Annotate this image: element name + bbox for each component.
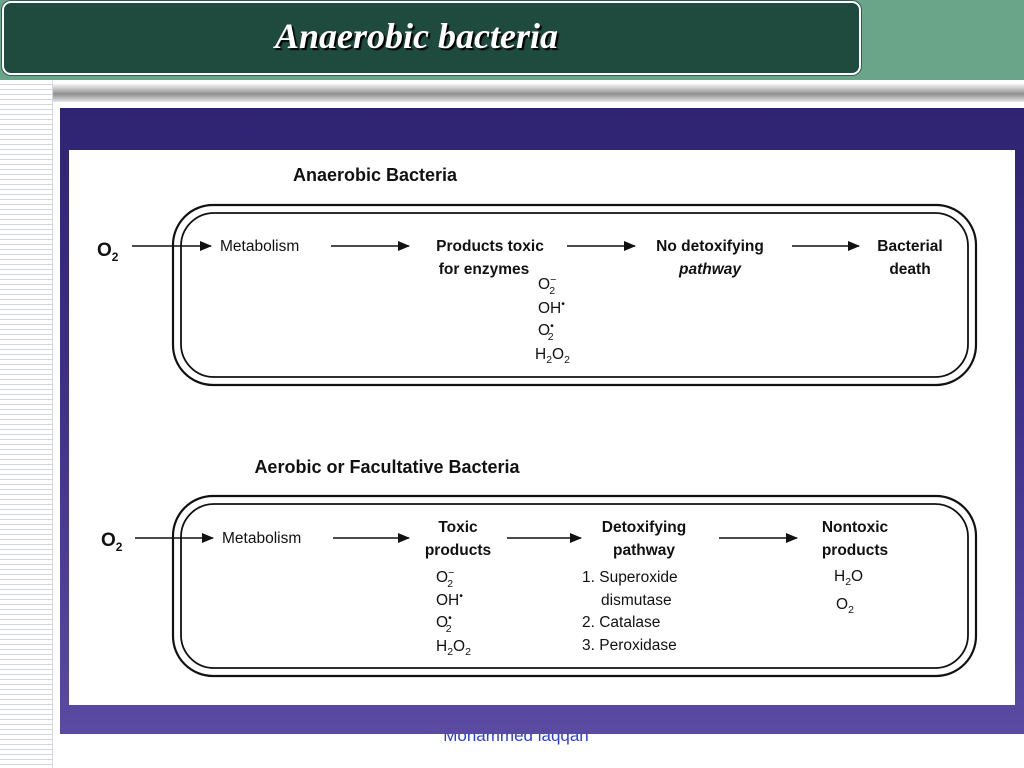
oxygen-toxicity-diagram: Anaerobic Bacteria O2 Metabolism Product… [97,165,978,678]
aerobic-toxic-products: products [425,542,491,559]
enzyme-dismutase: dismutase [601,592,672,609]
aerobic-nontoxic: Nontoxic [822,519,889,536]
aerobic-cell-outline [171,494,978,678]
anaerobic-hydroxyl: OH• [538,298,565,317]
anaerobic-for-enzymes: for enzymes [439,261,529,278]
figure-panel: Anaerobic Bacteria O2 Metabolism Product… [69,150,1015,705]
anaerobic-metabolism: Metabolism [220,238,299,255]
anaerobic-header: Anaerobic Bacteria [293,165,458,185]
aerobic-o2-label: O2 [101,530,123,554]
anaerobic-o2-label: O2 [97,240,119,264]
title-box: Anaerobic bacteria [2,1,861,75]
anaerobic-pathway: pathway [678,261,742,278]
header-divider [0,84,1024,102]
enzyme-catalase: 2. Catalase [582,614,660,631]
anaerobic-singlet-oxygen: O•2 [538,320,554,343]
aerobic-metabolism: Metabolism [222,530,301,547]
anaerobic-superoxide: O−2 [538,274,556,297]
decorative-stripes [0,80,53,768]
anaerobic-bacterial: Bacterial [877,238,942,255]
anaerobic-no-detoxifying: No detoxifying [656,238,764,255]
enzyme-superoxide: 1. Superoxide [582,569,678,586]
aerobic-nontoxic-products: products [822,542,888,559]
slide-title: Anaerobic bacteria [275,16,558,56]
aerobic-toxic: Toxic [438,519,478,536]
aerobic-singlet-oxygen: O•2 [436,612,452,635]
nontoxic-water: H2O [834,568,863,588]
anaerobic-products-toxic: Products toxic [436,238,544,255]
aerobic-detox-pathway: pathway [613,542,675,559]
aerobic-hydroxyl: OH• [436,590,463,609]
aerobic-detoxifying: Detoxifying [602,519,686,536]
aerobic-hydrogen-peroxide: H2O2 [436,638,471,658]
anaerobic-cell-outline [171,203,978,387]
anaerobic-hydrogen-peroxide: H2O2 [535,346,570,366]
aerobic-superoxide: O−2 [436,567,454,590]
nontoxic-oxygen: O2 [836,596,854,616]
aerobic-header: Aerobic or Facultative Bacteria [254,457,520,477]
anaerobic-death: death [889,261,930,278]
enzyme-peroxidase: 3. Peroxidase [582,637,677,654]
